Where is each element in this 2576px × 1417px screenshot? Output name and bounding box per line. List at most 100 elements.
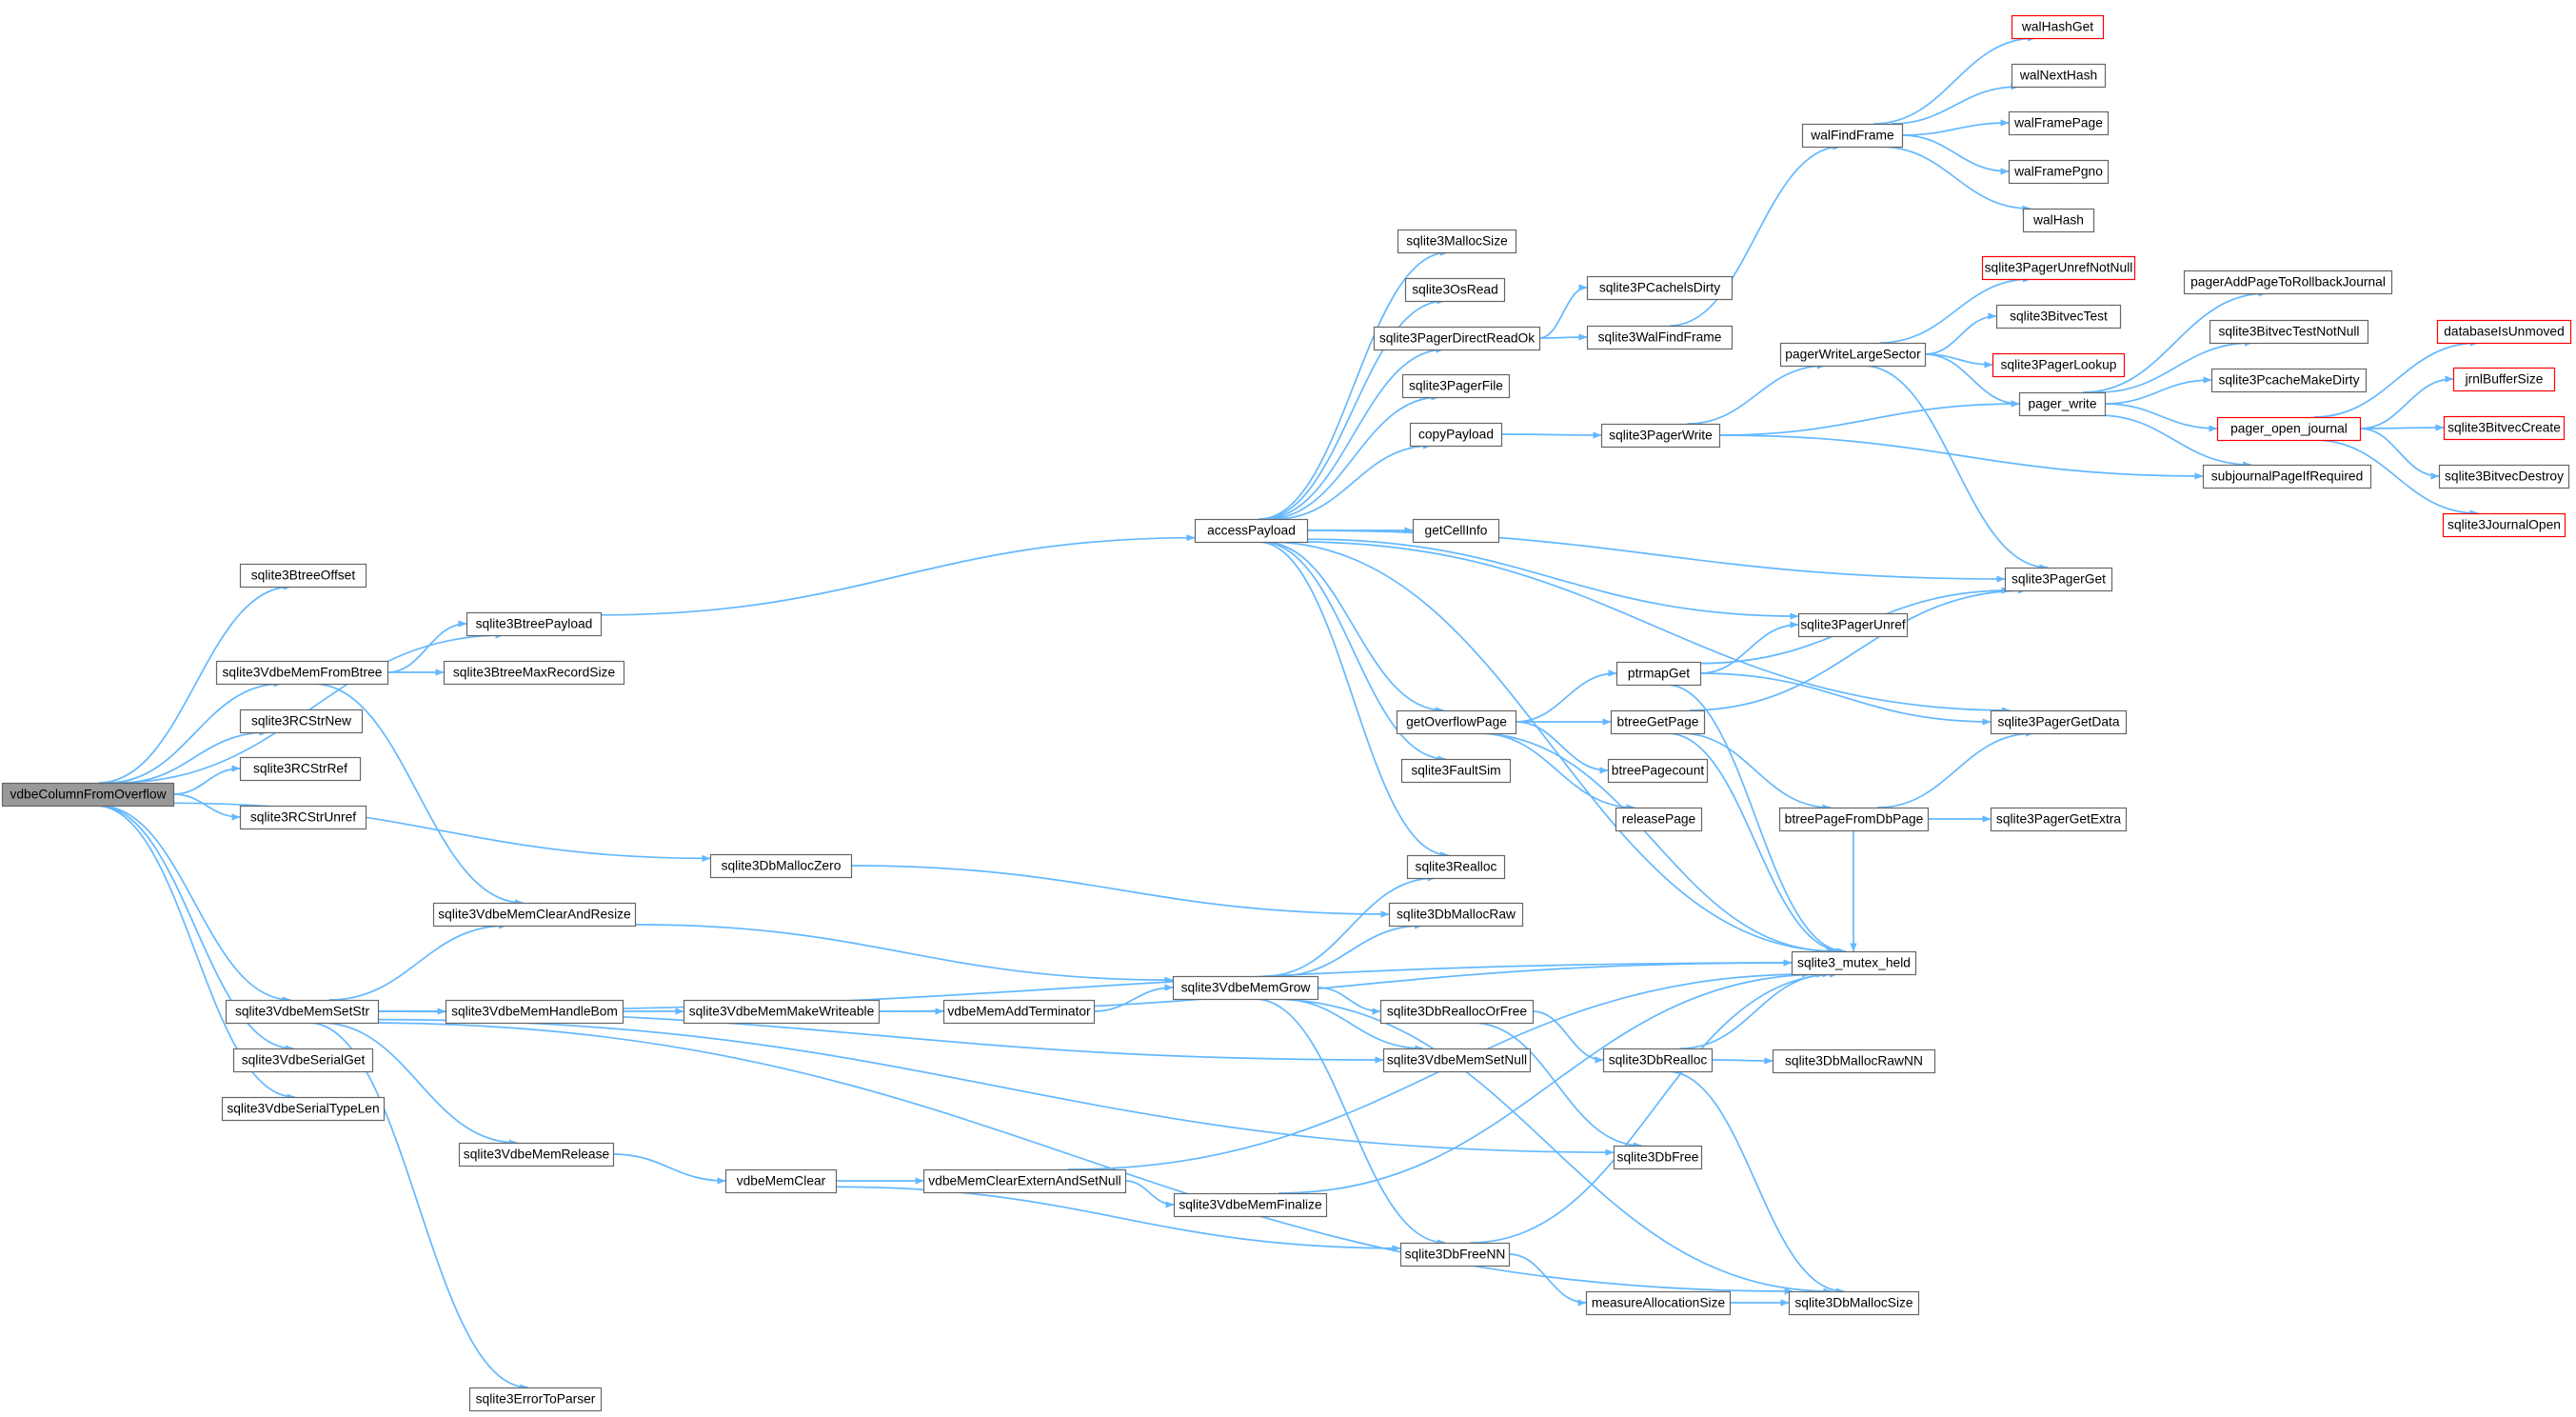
node-box xyxy=(1991,352,2126,378)
edge-access-payload-to-copy-payload xyxy=(1275,442,1432,520)
node-sqlite3-wal-find-frame[interactable]: sqlite3WalFindFrame xyxy=(1586,325,1734,350)
node-sqlite3-p-cachels-dirty[interactable]: sqlite3PCachelsDirty xyxy=(1586,275,1734,301)
node-wal-find-frame[interactable]: walFindFrame xyxy=(1801,123,1904,149)
node-sqlite3-vdbe-mem-make-writeable[interactable]: sqlite3VdbeMemMakeWriteable xyxy=(683,999,881,1025)
node-sqlite3-vdbe-mem-set-null[interactable]: sqlite3VdbeMemSetNull xyxy=(1382,1048,1532,1073)
node-sqlite3-pager-unref-not-null[interactable]: sqlite3PagerUnrefNotNull xyxy=(1981,255,2136,281)
node-sqlite3-error-to-parser[interactable]: sqlite3ErrorToParser xyxy=(468,1387,603,1412)
node-label: walFramePage xyxy=(2013,116,2103,130)
node-label: sqlite3VdbeMemClearAndResize xyxy=(438,908,631,922)
node-pager-write-large-sector[interactable]: pagerWriteLargeSector xyxy=(1779,342,1927,368)
edge-layer xyxy=(95,34,2479,1391)
edge-sqlite3-db-malloc-zero-to-sqlite3-db-malloc-raw xyxy=(850,865,1390,918)
node-database-is-unmoved[interactable]: databaseIsUnmoved xyxy=(2436,319,2572,345)
node-box xyxy=(1373,326,1541,351)
node-sqlite3-mutex-held[interactable]: sqlite3_mutex_held xyxy=(1791,950,1917,976)
node-vdbe-mem-add-terminator[interactable]: vdbeMemAddTerminator xyxy=(942,999,1096,1025)
node-pager-add-page-to-rollback-journal[interactable]: pagerAddPageToRollbackJournal xyxy=(2183,269,2393,295)
node-box xyxy=(2018,391,2107,417)
node-access-payload[interactable]: accessPayload xyxy=(1194,518,1309,544)
node-sqlite3-fault-sim[interactable]: sqlite3FaultSim xyxy=(1400,758,1512,784)
node-sqlite3-rc-str-ref[interactable]: sqlite3RCStrRef xyxy=(239,756,362,782)
node-sqlite3-vdbe-mem-handle-bom[interactable]: sqlite3VdbeMemHandleBom xyxy=(445,999,624,1025)
node-get-overflow-page[interactable]: getOverflowPage xyxy=(1396,709,1517,735)
node-sqlite3-db-malloc-raw-nn[interactable]: sqlite3DbMallocRawNN xyxy=(1772,1048,1936,1074)
node-sqlite3-db-realloc-or-free[interactable]: sqlite3DbReallocOrFree xyxy=(1379,999,1535,1025)
node-sqlite3-pager-get[interactable]: sqlite3PagerGet xyxy=(2004,567,2113,592)
node-sqlite3-vdbe-mem-finalize[interactable]: sqlite3VdbeMemFinalize xyxy=(1173,1192,1328,1218)
node-sqlite3-rc-str-unref[interactable]: sqlite3RCStrUnref xyxy=(239,805,367,830)
node-sqlite3-bitvec-create[interactable]: sqlite3BitvecCreate xyxy=(2443,415,2566,441)
edge-sqlite3-vdbe-mem-set-str-to-sqlite3-error-to-parser xyxy=(308,1022,529,1391)
node-box xyxy=(2011,63,2107,89)
node-sqlite3-pager-unref[interactable]: sqlite3PagerUnref xyxy=(1797,612,1909,638)
node-sqlite3-pcache-make-dirty[interactable]: sqlite3PcacheMakeDirty xyxy=(2210,368,2368,393)
node-sqlite3-db-free[interactable]: sqlite3DbFree xyxy=(1613,1145,1703,1170)
node-sqlite3-vdbe-mem-from-btree[interactable]: sqlite3VdbeMemFromBtree xyxy=(215,660,389,686)
node-sqlite3-pager-lookup[interactable]: sqlite3PagerLookup xyxy=(1991,352,2126,378)
node-sqlite3-pager-file[interactable]: sqlite3PagerFile xyxy=(1401,373,1511,399)
node-wal-hash-get[interactable]: walHashGet xyxy=(2011,14,2105,40)
node-box xyxy=(466,611,603,637)
node-wal-frame-page[interactable]: walFramePage xyxy=(2008,110,2110,136)
edge-get-overflow-page-to-btree-pagecount xyxy=(1515,721,1609,774)
node-sqlite3-os-read[interactable]: sqlite3OsRead xyxy=(1404,277,1506,303)
node-label: walHashGet xyxy=(2021,20,2093,34)
node-box xyxy=(445,999,624,1025)
edge-access-payload-to-sqlite3-mutex-held xyxy=(1266,541,1838,955)
node-sqlite3-db-malloc-raw[interactable]: sqlite3DbMallocRaw xyxy=(1388,902,1524,928)
node-sqlite3-db-malloc-size[interactable]: sqlite3DbMallocSize xyxy=(1788,1290,1920,1316)
node-get-cell-info[interactable]: getCellInfo xyxy=(1412,518,1500,544)
node-sqlite3-pager-direct-read-ok[interactable]: sqlite3PagerDirectReadOk xyxy=(1373,326,1541,351)
node-sqlite3-vdbe-serial-type-len[interactable]: sqlite3VdbeSerialTypeLen xyxy=(221,1096,386,1122)
node-sqlite3-vdbe-mem-clear-and-resize[interactable]: sqlite3VdbeMemClearAndResize xyxy=(432,902,637,928)
node-label: sqlite3BitvecTest xyxy=(2010,309,2108,324)
node-sqlite3-btree-payload[interactable]: sqlite3BtreePayload xyxy=(466,611,603,637)
node-sqlite3-db-free-nn[interactable]: sqlite3DbFreeNN xyxy=(1399,1242,1511,1267)
node-vdbe-mem-clear[interactable]: vdbeMemClear xyxy=(724,1168,838,1194)
node-wal-hash[interactable]: walHash xyxy=(2022,208,2095,233)
node-vdbe-column-from-overflow[interactable]: vdbeColumnFromOverflow xyxy=(1,782,175,808)
node-sqlite3-journal-open[interactable]: sqlite3JournalOpen xyxy=(2442,512,2566,538)
node-sqlite3-pager-write[interactable]: sqlite3PagerWrite xyxy=(1600,423,1721,449)
node-btree-page-from-db-page[interactable]: btreePageFromDbPage xyxy=(1778,807,1930,832)
node-label: sqlite3PagerGetExtra xyxy=(1996,812,2121,827)
node-sqlite3-vdbe-mem-set-str[interactable]: sqlite3VdbeMemSetStr xyxy=(225,999,380,1025)
node-box xyxy=(239,708,364,734)
node-btree-get-page[interactable]: btreeGetPage xyxy=(1610,709,1706,735)
node-ptrmap-get[interactable]: ptrmapGet xyxy=(1615,661,1702,687)
node-sqlite3-bitvec-destroy[interactable]: sqlite3BitvecDestroy xyxy=(2438,464,2570,489)
node-sqlite3-btree-offset[interactable]: sqlite3BtreeOffset xyxy=(239,563,367,589)
edge-get-overflow-page-to-ptrmap-get xyxy=(1515,669,1617,723)
node-sqlite3-bitvec-test[interactable]: sqlite3BitvecTest xyxy=(1995,304,2122,329)
edge-vdbe-column-from-overflow-to-sqlite3-vdbe-serial-get xyxy=(96,805,294,1052)
node-sqlite3-rc-str-new[interactable]: sqlite3RCStrNew xyxy=(239,708,364,734)
node-vdbe-mem-clear-extern-and-set-null[interactable]: vdbeMemClearExternAndSetNull xyxy=(922,1168,1127,1194)
edge-sqlite3-vdbe-mem-set-str-to-sqlite3-vdbe-mem-clear-and-resize xyxy=(328,922,507,1001)
node-sqlite3-vdbe-mem-release[interactable]: sqlite3VdbeMemRelease xyxy=(458,1142,615,1168)
node-copy-payload[interactable]: copyPayload xyxy=(1409,422,1503,448)
node-label: vdbeMemClearExternAndSetNull xyxy=(928,1174,1120,1188)
node-wal-next-hash[interactable]: walNextHash xyxy=(2011,63,2107,89)
node-measure-allocation-size[interactable]: measureAllocationSize xyxy=(1585,1290,1732,1316)
node-label: sqlite3JournalOpen xyxy=(2447,518,2561,532)
node-sqlite3-bitvec-test-not-null[interactable]: sqlite3BitvecTestNotNull xyxy=(2209,319,2369,345)
node-sqlite3-pager-get-extra[interactable]: sqlite3PagerGetExtra xyxy=(1990,807,2128,832)
node-sqlite3-btree-max-record-size[interactable]: sqlite3BtreeMaxRecordSize xyxy=(443,660,625,686)
node-release-page[interactable]: releasePage xyxy=(1615,807,1703,832)
node-jrnl-buffer-size[interactable]: jrnlBufferSize xyxy=(2452,367,2556,392)
edge-sqlite3-vdbe-mem-grow-to-sqlite3-realloc xyxy=(1264,874,1437,977)
node-sqlite3-realloc[interactable]: sqlite3Realloc xyxy=(1406,854,1506,880)
node-pager-open-journal[interactable]: pager_open_journal xyxy=(2216,416,2362,442)
node-sqlite3-db-realloc[interactable]: sqlite3DbRealloc xyxy=(1602,1048,1714,1073)
node-sqlite3-vdbe-serial-get[interactable]: sqlite3VdbeSerialGet xyxy=(232,1048,374,1073)
node-sqlite3-pager-get-data[interactable]: sqlite3PagerGetData xyxy=(1990,709,2128,735)
node-sqlite3-malloc-size[interactable]: sqlite3MallocSize xyxy=(1397,229,1517,254)
node-subjournal-page-if-required[interactable]: subjournalPageIfRequired xyxy=(2202,464,2372,489)
node-pager-write[interactable]: pager_write xyxy=(2018,391,2107,417)
node-wal-frame-pgno[interactable]: walFramePgno xyxy=(2008,159,2110,185)
node-sqlite3-db-malloc-zero[interactable]: sqlite3DbMallocZero xyxy=(709,853,853,879)
node-btree-pagecount[interactable]: btreePagecount xyxy=(1607,758,1709,784)
node-label: sqlite3_mutex_held xyxy=(1797,956,1911,970)
node-sqlite3-vdbe-mem-grow[interactable]: sqlite3VdbeMemGrow xyxy=(1172,975,1319,1001)
